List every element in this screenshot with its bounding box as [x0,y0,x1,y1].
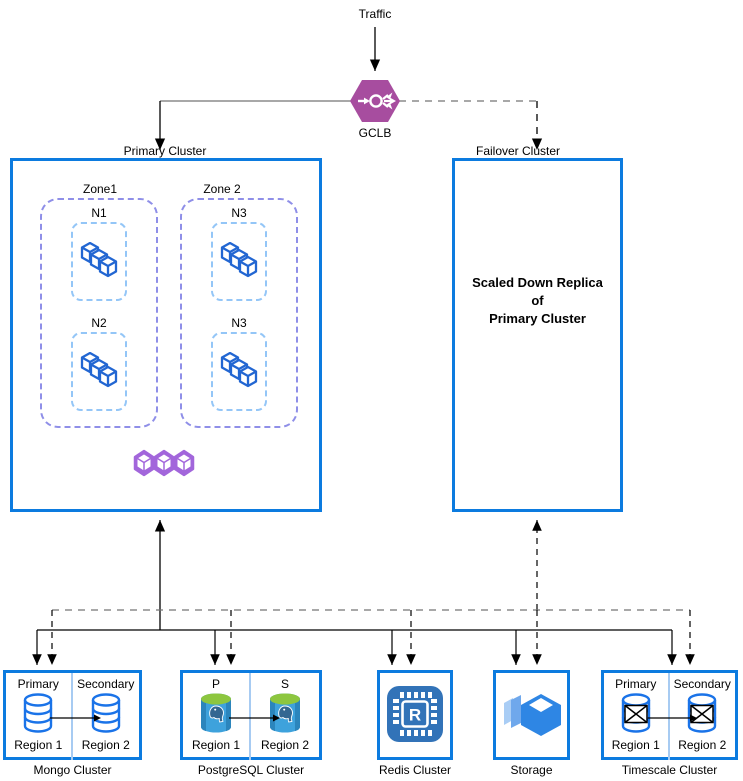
storage-box [493,670,570,760]
workload-pods-icon [79,351,119,393]
replication-arrow [229,714,280,722]
kubernetes-cluster-icon [133,448,197,485]
timescale-region2-label: Region 2 [678,738,727,752]
mongo-secondary-label: Secondary [77,677,135,691]
workload-pods-icon [219,241,259,283]
timescale-database-icon [685,691,719,738]
node-n2-label: N2 [91,316,107,330]
postgres-primary-label: P [211,677,220,691]
zone2-label: Zone 2 [203,182,241,196]
postgres-region1-label: Region 1 [191,738,241,752]
timescale-region1-label: Region 1 [611,738,660,752]
node-n2-boundary [71,332,127,411]
timescale-secondary-region: Secondary Region 2 [670,673,736,760]
replication-arrow [50,714,101,722]
cloud-storage-icon [501,687,563,744]
workload-pods-icon [79,241,119,283]
zone2-boundary [180,198,298,428]
failover-cluster-label: Failover Cluster [475,144,561,158]
postgresql-database-icon [198,691,234,738]
storage-title: Storage [510,763,553,777]
gclb-load-balancer-icon [349,78,401,127]
node-n1-boundary [71,222,127,301]
mongodb-database-icon [21,691,55,738]
postgres-secondary-region: S Region 2 [251,673,319,760]
node-n3a-label: N3 [231,206,247,220]
redis-cluster-title: Redis Cluster [378,763,452,777]
postgresql-database-icon [267,691,303,738]
failover-cluster-box [452,158,623,512]
mongo-primary-region: Primary Region 1 [6,673,73,760]
timescale-database-icon [619,691,653,738]
node-n1-label: N1 [91,206,107,220]
workload-pods-icon [219,351,259,393]
redis-chip-letter: R [409,705,421,724]
failover-description-line: Scaled Down Replica [472,275,603,290]
timescale-cluster-box: Primary Region 1 Secondary [601,670,738,760]
timescale-cluster-title: Timescale Cluster [621,763,718,777]
mongo-secondary-region: Secondary Region 2 [73,673,140,760]
gclb-label: GCLB [358,126,392,140]
postgresql-cluster-title: PostgreSQL Cluster [197,763,305,777]
mongodb-database-icon [89,691,123,738]
failover-description-line: of [531,293,544,308]
node-n3b-boundary [211,332,267,411]
failover-description-line: Primary Cluster [489,311,586,326]
traffic-label: Traffic [358,7,392,21]
redis-memorystore-icon: R [386,685,444,746]
mongo-cluster-box: Primary Region 1 Secondary [3,670,142,760]
timescale-primary-region: Primary Region 1 [604,673,670,760]
zone1-label: Zone1 [82,182,118,196]
mongo-cluster-title: Mongo Cluster [33,763,112,777]
mongo-region1-label: Region 1 [14,738,63,752]
postgresql-cluster-box: P Region 1 S [180,670,322,760]
timescale-secondary-label: Secondary [673,677,731,691]
node-n3a-boundary [211,222,267,301]
redis-cluster-box: R [377,670,453,760]
mongo-region2-label: Region 2 [81,738,130,752]
postgres-primary-region: P Region 1 [183,673,251,760]
postgres-region2-label: Region 2 [260,738,310,752]
postgres-secondary-label: S [280,677,289,691]
failover-description: Scaled Down Replica of Primary Cluster [454,274,621,328]
zone1-boundary [40,198,158,428]
mongo-primary-label: Primary [17,677,59,691]
replication-arrow [648,714,697,722]
node-n3b-label: N3 [231,316,247,330]
timescale-primary-label: Primary [615,677,657,691]
primary-cluster-label: Primary Cluster [123,144,207,158]
